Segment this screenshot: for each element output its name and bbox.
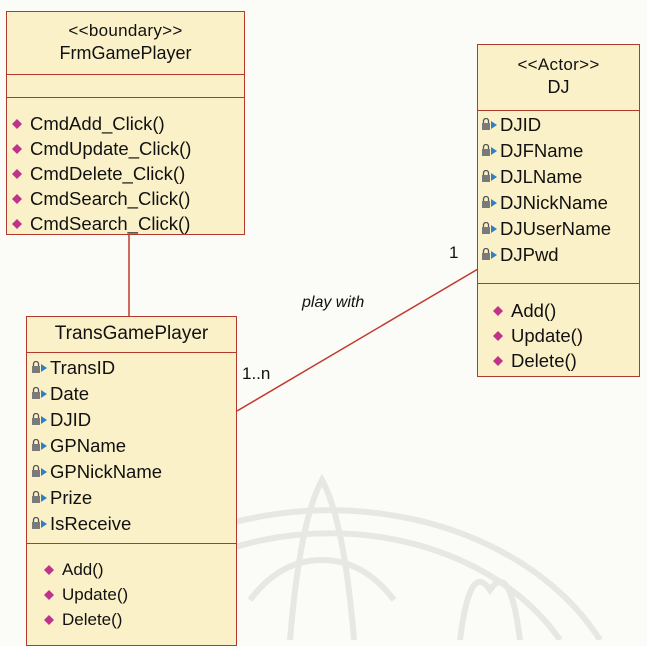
attribute-row: Date <box>31 381 236 407</box>
operation-row: CmdAdd_Click() <box>11 111 244 136</box>
multiplicity-trans: 1..n <box>242 364 271 383</box>
class-stereotype: <<boundary>> <box>68 21 183 40</box>
operation-name: Delete() <box>511 349 577 371</box>
method-icon <box>43 613 61 627</box>
attribute-row: DJNickName <box>481 190 639 216</box>
method-icon <box>43 588 61 602</box>
trans-dj-association <box>236 268 479 412</box>
operation-name: Update() <box>511 324 583 346</box>
operation-name: Add() <box>62 559 104 579</box>
class-header: <<Actor>> DJ <box>478 45 639 111</box>
private-attribute-icon <box>31 361 49 375</box>
attribute-name: DJLName <box>500 166 583 187</box>
attribute-row: GPName <box>31 433 236 459</box>
operation-name: Delete() <box>62 609 123 629</box>
attribute-name: DJID <box>500 114 542 135</box>
method-icon <box>11 142 29 156</box>
attribute-row: IsReceive <box>31 511 236 537</box>
attribute-name: DJID <box>50 409 92 430</box>
attribute-row: Prize <box>31 485 236 511</box>
operation-row: Delete() <box>43 607 236 632</box>
private-attribute-icon <box>31 387 49 401</box>
attribute-name: DJUserName <box>500 218 612 239</box>
attribute-name: IsReceive <box>50 513 132 534</box>
operation-row: CmdSearch_Click() <box>11 211 244 236</box>
operation-row: Add() <box>492 298 639 323</box>
method-icon <box>492 354 510 368</box>
operation-name: CmdSearch_Click() <box>30 187 191 209</box>
class-stereotype: <<Actor>> <box>517 55 600 74</box>
attribute-name: Date <box>50 383 90 404</box>
class-transgameplayer[interactable]: TransGamePlayer TransID Date DJID GPName… <box>26 316 237 646</box>
class-name: DJ <box>547 77 570 97</box>
private-attribute-icon <box>481 248 499 262</box>
operation-name: Add() <box>511 299 557 321</box>
attributes-section: TransID Date DJID GPName GPNickName Priz… <box>27 353 236 544</box>
attribute-row: DJID <box>481 112 639 138</box>
method-icon <box>11 192 29 206</box>
operation-name: CmdAdd_Click() <box>30 112 165 134</box>
operation-name: CmdDelete_Click() <box>30 162 186 184</box>
attribute-name: GPName <box>50 435 127 456</box>
attribute-row: DJUserName <box>481 216 639 242</box>
private-attribute-icon <box>481 118 499 132</box>
class-frmgameplayer[interactable]: <<boundary>> FrmGamePlayer CmdAdd_Click(… <box>6 11 245 235</box>
attribute-row: DJLName <box>481 164 639 190</box>
attribute-row: DJPwd <box>481 242 639 268</box>
attribute-name: GPNickName <box>50 461 163 482</box>
class-dj[interactable]: <<Actor>> DJ DJID DJFName DJLName DJNick… <box>477 44 640 377</box>
attribute-name: DJPwd <box>500 244 559 265</box>
attribute-name: DJFName <box>500 140 584 161</box>
multiplicity-dj: 1 <box>449 243 459 262</box>
attribute-row: DJFName <box>481 138 639 164</box>
operation-row: Delete() <box>492 348 639 373</box>
method-icon <box>43 563 61 577</box>
operation-name: CmdSearch_Click() <box>30 212 191 234</box>
method-icon <box>492 304 510 318</box>
attribute-row: GPNickName <box>31 459 236 485</box>
private-attribute-icon <box>481 170 499 184</box>
operations-section: Add() Update() Delete() <box>27 544 236 632</box>
attributes-section: DJID DJFName DJLName DJNickName DJUserNa… <box>478 111 639 284</box>
private-attribute-icon <box>481 196 499 210</box>
operation-row: Update() <box>492 323 639 348</box>
operation-row: CmdSearch_Click() <box>11 186 244 211</box>
class-header: <<boundary>> FrmGamePlayer <box>7 12 244 75</box>
operation-name: CmdUpdate_Click() <box>30 137 192 159</box>
operation-row: CmdDelete_Click() <box>11 161 244 186</box>
class-name: TransGamePlayer <box>54 323 209 344</box>
private-attribute-icon <box>31 491 49 505</box>
private-attribute-icon <box>31 465 49 479</box>
private-attribute-icon <box>31 413 49 427</box>
method-icon <box>11 217 29 231</box>
private-attribute-icon <box>481 144 499 158</box>
attribute-name: DJNickName <box>500 192 608 213</box>
private-attribute-icon <box>481 222 499 236</box>
class-name: FrmGamePlayer <box>59 43 192 63</box>
operation-row: Add() <box>43 557 236 582</box>
method-icon <box>11 167 29 181</box>
method-icon <box>492 329 510 343</box>
operations-section: CmdAdd_Click() CmdUpdate_Click() CmdDele… <box>7 98 244 236</box>
private-attribute-icon <box>31 439 49 453</box>
operation-row: Update() <box>43 582 236 607</box>
operations-section: Add() Update() Delete() <box>478 284 639 373</box>
operation-row: CmdUpdate_Click() <box>11 136 244 161</box>
class-header: TransGamePlayer <box>27 317 236 353</box>
private-attribute-icon <box>31 517 49 531</box>
method-icon <box>11 117 29 131</box>
attribute-row: DJID <box>31 407 236 433</box>
attributes-section <box>7 75 244 98</box>
association-label: play with <box>302 294 365 311</box>
attribute-name: Prize <box>50 487 93 508</box>
attribute-name: TransID <box>50 357 116 378</box>
attribute-row: TransID <box>31 355 236 381</box>
operation-name: Update() <box>62 584 129 604</box>
